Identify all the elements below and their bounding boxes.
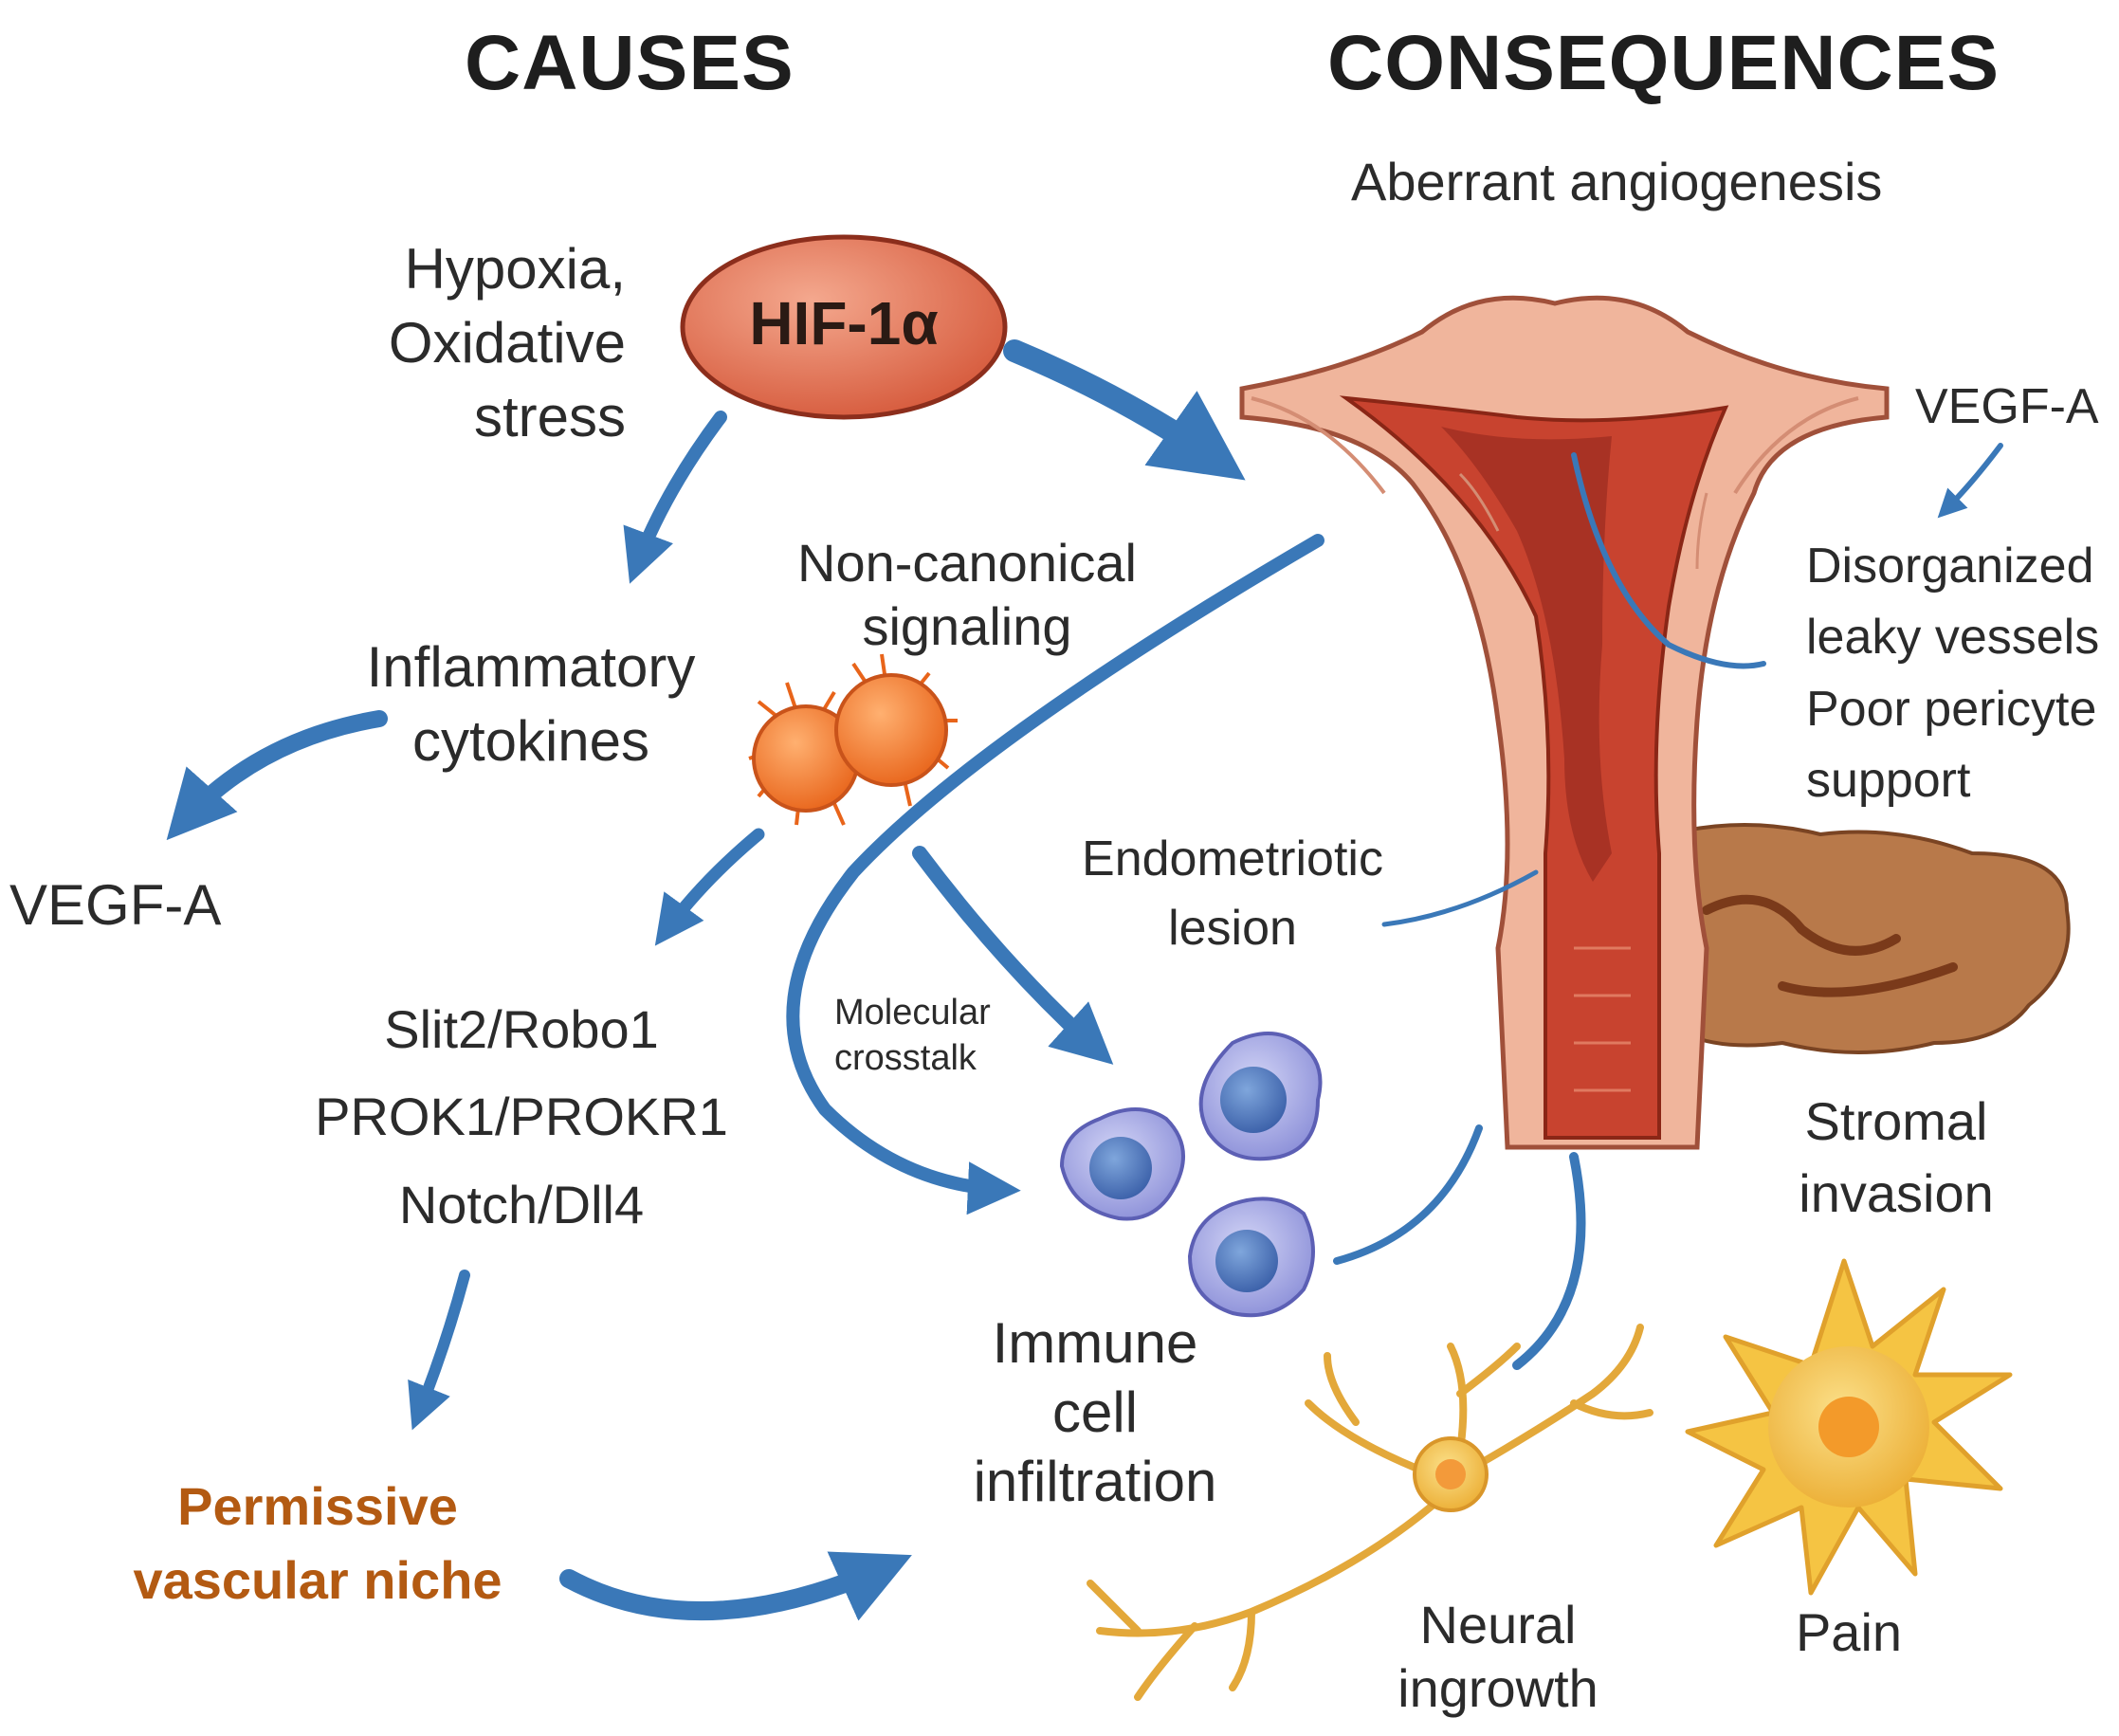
- uterus-icon: [1239, 295, 1890, 1150]
- causes-header: CAUSES: [465, 20, 795, 106]
- stromal-line-1: Stromal: [1804, 1091, 1988, 1151]
- neuron-icon: [1087, 1324, 1653, 1701]
- hypoxia-line-3: stress: [473, 385, 626, 448]
- pathways-label: Slit2/Robo1 PROK1/PROKR1 Notch/Dll4: [275, 986, 768, 1249]
- angiogenesis-label: Aberrant angiogenesis: [1351, 152, 1883, 211]
- pathway-notch: Notch/Dll4: [398, 1174, 645, 1234]
- stromal-label: Stromal invasion: [1763, 1086, 2029, 1229]
- arrow-cells-to-immune: [912, 846, 1114, 1065]
- non-canonical-label: Non-canonical signaling: [758, 531, 1176, 658]
- hif-ellipse: [680, 234, 1008, 420]
- stromal-line-2: invasion: [1799, 1162, 1994, 1223]
- pathway-slit2: Slit2/Robo1: [384, 999, 659, 1059]
- hif-label: HIF-1α: [749, 289, 939, 357]
- immune-line-3: infiltration: [973, 1450, 1217, 1514]
- inflammatory-line-2: cytokines: [411, 709, 650, 773]
- hypoxia-line-2: Oxidative: [388, 311, 626, 375]
- lesion-label: Endometriotic lesion: [1052, 825, 1413, 963]
- neural-line-1: Neural: [1419, 1595, 1577, 1654]
- pain-label: Pain: [1795, 1602, 1903, 1662]
- inflammatory-line-1: Inflammatory: [366, 635, 696, 699]
- neural-label: Neural ingrowth: [1356, 1593, 1640, 1720]
- non-canonical-line-2: signaling: [862, 596, 1072, 657]
- immune-cell-icon: [1059, 1032, 1323, 1318]
- neural-line-2: ingrowth: [1397, 1658, 1598, 1719]
- lesion-line-1: Endometriotic: [1082, 831, 1383, 886]
- crosstalk-line-1: Molecular: [834, 993, 991, 1032]
- arrow-hif-to-inflammatory: [623, 411, 727, 584]
- arrow-hif-to-uterus: [1003, 339, 1246, 481]
- niche-line-2: vascular niche: [133, 1550, 502, 1611]
- pain-icon: [1685, 1258, 2013, 1596]
- arrow-uterus-to-immune: [786, 534, 1324, 1215]
- vegf-right-label: VEGF-A: [1915, 379, 2099, 434]
- vessels-line-1: Disorganized: [1806, 539, 2094, 594]
- connector-uterus-to-neuron: [1512, 1152, 1586, 1370]
- vessels-line-2: leaky vessels: [1806, 610, 2100, 666]
- crosstalk-label: Molecular crosstalk: [834, 991, 991, 1081]
- vessels-line-3: Poor pericyte: [1806, 681, 2097, 737]
- immune-label: Immune cell infiltration: [929, 1308, 1261, 1517]
- niche-line-1: Permissive: [177, 1476, 458, 1536]
- non-canonical-line-1: Non-canonical: [797, 533, 1137, 593]
- pathway-prok1: PROK1/PROKR1: [315, 1087, 728, 1147]
- niche-label: Permissive vascular niche: [104, 1470, 531, 1618]
- inflammatory-label: Inflammatory cytokines: [322, 630, 740, 778]
- crosstalk-line-2: crosstalk: [834, 1037, 977, 1078]
- arrow-inflammatory-to-vegf: [166, 710, 388, 841]
- hypoxia-label: Hypoxia, Oxidative stress: [313, 232, 626, 454]
- immune-line-2: cell: [1051, 1380, 1139, 1445]
- stromal-tissue-icon: [1667, 823, 2071, 1054]
- vegf-left-label: VEGF-A: [9, 873, 222, 937]
- arrow-pathways-to-niche: [408, 1270, 470, 1431]
- lesion-line-2: lesion: [1168, 900, 1297, 956]
- immune-line-1: Immune: [992, 1311, 1198, 1375]
- vessels-line-4: support: [1806, 753, 1971, 809]
- vessels-label: Disorganized leaky vessels Poor pericyte…: [1806, 531, 2099, 817]
- connector-immune-to-uterus: [1333, 1124, 1483, 1265]
- hypoxia-line-1: Hypoxia,: [404, 237, 626, 301]
- arrow-cells-to-pathways: [654, 828, 765, 946]
- consequences-header: CONSEQUENCES: [1327, 20, 2000, 106]
- arrow-vegf-to-vessels: [1937, 443, 2003, 519]
- arrow-niche-to-immune: [559, 1551, 912, 1621]
